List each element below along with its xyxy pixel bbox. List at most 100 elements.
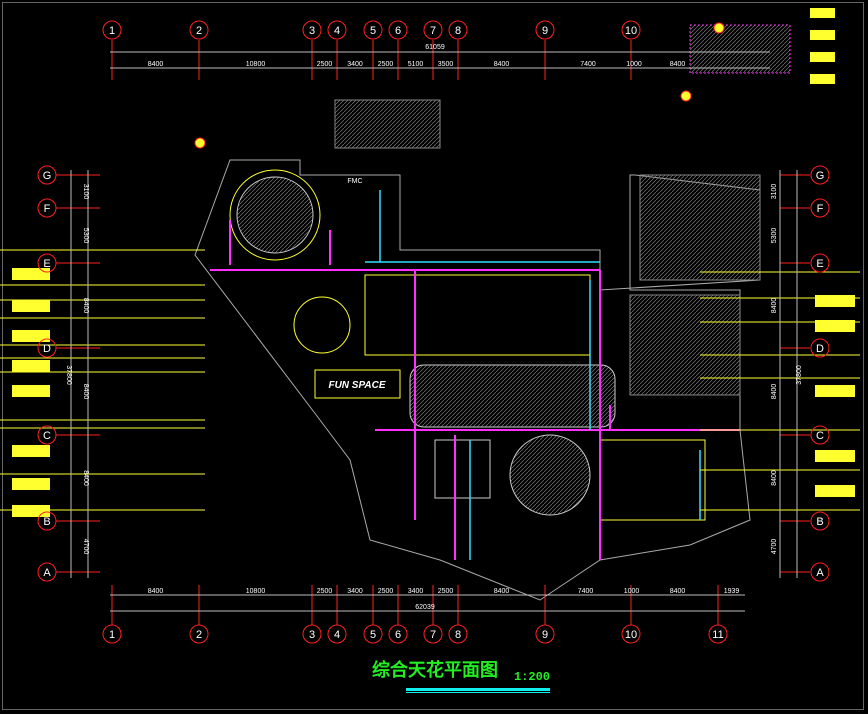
dimension-total-right: 37800 xyxy=(796,365,803,385)
row-bubble-left xyxy=(37,338,57,358)
column-bubble-bottom xyxy=(448,624,468,644)
row-bubble-left xyxy=(37,165,57,185)
column-bubble-bottom xyxy=(535,624,555,644)
building-outline xyxy=(194,159,761,601)
round-ceiling-feature xyxy=(293,296,351,354)
note-block-top xyxy=(810,52,835,62)
column-bubble-bottom xyxy=(189,624,209,644)
column-bubble-top xyxy=(621,20,641,40)
row-label-right: B xyxy=(816,516,823,528)
fun-space-sign xyxy=(314,369,401,399)
row-label-left: D xyxy=(43,343,51,355)
oval-ceiling-feature xyxy=(409,364,616,428)
column-label-bottom: 8 xyxy=(455,629,461,641)
column-label-top: 5 xyxy=(370,25,376,37)
column-bubble-bottom xyxy=(708,624,728,644)
column-label-bottom: 9 xyxy=(542,629,548,641)
row-bubble-left xyxy=(37,511,57,531)
column-bubble-bottom xyxy=(388,624,408,644)
note-block-left xyxy=(12,360,50,372)
title-underline xyxy=(406,688,551,691)
row-label-left: E xyxy=(43,258,50,270)
row-bubble-right xyxy=(810,338,830,358)
dimension-value-top: 3500 xyxy=(438,61,454,68)
hatched-seating-area xyxy=(639,174,761,281)
dimension-value-bottom: 10800 xyxy=(246,588,266,595)
dimension-value-bottom: 3400 xyxy=(408,588,424,595)
dimension-value-top: 2500 xyxy=(317,61,333,68)
dimension-total-bottom: 62039 xyxy=(415,604,435,611)
row-label-left: B xyxy=(43,516,50,528)
dimension-value-top: 7400 xyxy=(580,61,596,68)
dimension-value-right: 8400 xyxy=(771,384,778,400)
column-label-top: 4 xyxy=(334,25,340,37)
note-block-left xyxy=(12,330,50,342)
column-label-top: 1 xyxy=(109,25,115,37)
square-ceiling-feature xyxy=(434,439,491,499)
round-ceiling-inner xyxy=(236,176,314,254)
column-bubble-top xyxy=(327,20,347,40)
title-underline-thin xyxy=(406,692,551,693)
row-label-left: C xyxy=(43,430,51,442)
row-label-right: E xyxy=(816,258,823,270)
note-block-top xyxy=(810,74,835,84)
dimension-value-right: 8400 xyxy=(771,298,778,314)
column-label-top: 8 xyxy=(455,25,461,37)
room-tag: FMC xyxy=(347,178,362,185)
ceiling-zone xyxy=(364,274,591,356)
column-bubble-bottom xyxy=(363,624,383,644)
dimension-value-top: 8400 xyxy=(670,61,686,68)
column-label-bottom: 6 xyxy=(395,629,401,641)
dimension-value-top: 8400 xyxy=(148,61,164,68)
drawing-title: 综合天花平面图 xyxy=(372,660,498,681)
row-label-left: F xyxy=(44,203,51,215)
row-bubble-right xyxy=(810,425,830,445)
dimension-value-left: 3100 xyxy=(82,184,89,200)
row-bubble-right xyxy=(810,165,830,185)
dimension-value-top: 8400 xyxy=(494,61,510,68)
column-bubble-bottom xyxy=(102,624,122,644)
note-block-right xyxy=(815,320,855,332)
column-label-bottom: 11 xyxy=(712,629,723,641)
row-label-right: C xyxy=(816,430,824,442)
note-block-right xyxy=(815,450,855,462)
note-block-right xyxy=(815,295,855,307)
dimension-value-left: 8400 xyxy=(82,384,89,400)
note-block-left xyxy=(12,385,50,397)
column-label-top: 10 xyxy=(625,25,637,37)
dimension-value-left: 4700 xyxy=(82,539,89,555)
row-label-right: F xyxy=(817,203,824,215)
column-label-bottom: 10 xyxy=(625,629,637,641)
dimension-value-right: 8400 xyxy=(771,470,778,486)
column-label-top: 2 xyxy=(196,25,202,37)
section-marker xyxy=(680,90,692,102)
row-label-left: A xyxy=(43,567,51,579)
column-label-bottom: 3 xyxy=(309,629,315,641)
row-bubble-right xyxy=(810,562,830,582)
dimension-value-bottom: 8400 xyxy=(148,588,164,595)
dimension-total-top: 61059 xyxy=(425,44,445,51)
note-block-left xyxy=(12,505,50,517)
column-label-top: 3 xyxy=(309,25,315,37)
column-label-top: 7 xyxy=(430,25,436,37)
note-block-left xyxy=(12,478,50,490)
dimension-value-top: 10800 xyxy=(246,61,266,68)
row-bubble-left xyxy=(37,425,57,445)
row-bubble-right xyxy=(810,253,830,273)
row-bubble-right xyxy=(810,511,830,531)
dimension-value-bottom: 2500 xyxy=(438,588,454,595)
dimension-value-bottom: 1939 xyxy=(724,588,740,595)
column-label-bottom: 5 xyxy=(370,629,376,641)
section-marker xyxy=(713,22,725,34)
column-bubble-bottom xyxy=(327,624,347,644)
dimension-value-bottom: 8400 xyxy=(494,588,510,595)
hatched-seating-area xyxy=(629,294,741,396)
note-block-right xyxy=(815,485,855,497)
column-bubble-bottom xyxy=(621,624,641,644)
column-label-bottom: 7 xyxy=(430,629,436,641)
column-label-top: 9 xyxy=(542,25,548,37)
column-bubble-top xyxy=(102,20,122,40)
column-label-bottom: 4 xyxy=(334,629,340,641)
